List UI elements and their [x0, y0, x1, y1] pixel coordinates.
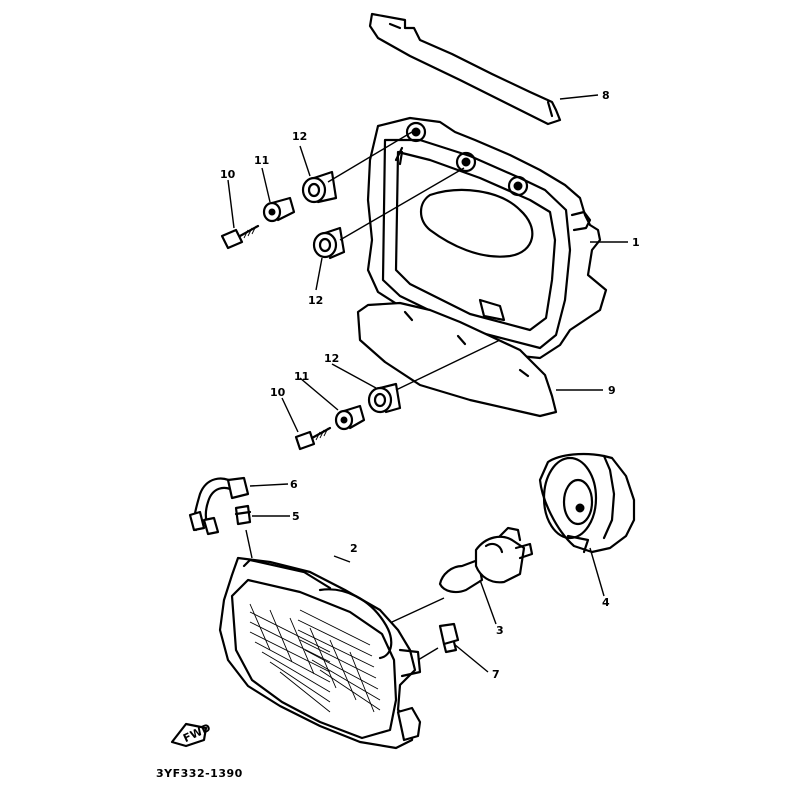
part-10-screw-upper	[220, 224, 260, 250]
callout-11-lower: 11	[294, 370, 309, 383]
callout-3: 3	[496, 624, 504, 637]
part-7-adjuster	[438, 622, 460, 654]
callout-10-lower: 10	[270, 386, 286, 399]
callout-12-upper: 12	[292, 130, 307, 143]
part-1-housing-bracket	[366, 116, 608, 360]
part-10-screw-lower	[294, 426, 332, 451]
part-11-collar-upper	[262, 196, 296, 223]
part-2-headlight-unit	[218, 556, 422, 750]
callout-5: 5	[292, 510, 300, 523]
callout-leaders	[227, 94, 628, 673]
fwd-arrow-icon: FWD	[170, 721, 213, 748]
callout-10-upper: 10	[220, 168, 236, 181]
part-12-grommet-middle	[312, 226, 346, 260]
part-11-collar-lower	[334, 404, 366, 431]
part-12-grommet-upper	[301, 170, 338, 204]
part-4-bulb-cover	[538, 452, 636, 554]
diagram-code: 3YF332-1390	[156, 767, 243, 780]
part-9-lower-cover	[356, 301, 558, 418]
part-8-upper-cover	[368, 12, 562, 126]
callout-11-upper: 11	[254, 154, 269, 167]
callout-4: 4	[602, 596, 610, 609]
callout-2: 2	[350, 542, 358, 555]
callout-8: 8	[602, 89, 610, 102]
part-12-grommet-lower	[367, 382, 402, 414]
part-3-bulb	[438, 526, 534, 594]
part-6-socket-wire	[188, 476, 250, 536]
callout-12-lower: 12	[324, 352, 339, 365]
part-5-grommet	[234, 504, 252, 526]
callout-7: 7	[492, 668, 500, 681]
callout-12-middle: 12	[308, 294, 323, 307]
callout-9: 9	[608, 384, 616, 397]
callout-1: 1	[632, 236, 640, 249]
assembly-lines	[245, 131, 501, 661]
callout-6: 6	[290, 478, 298, 491]
